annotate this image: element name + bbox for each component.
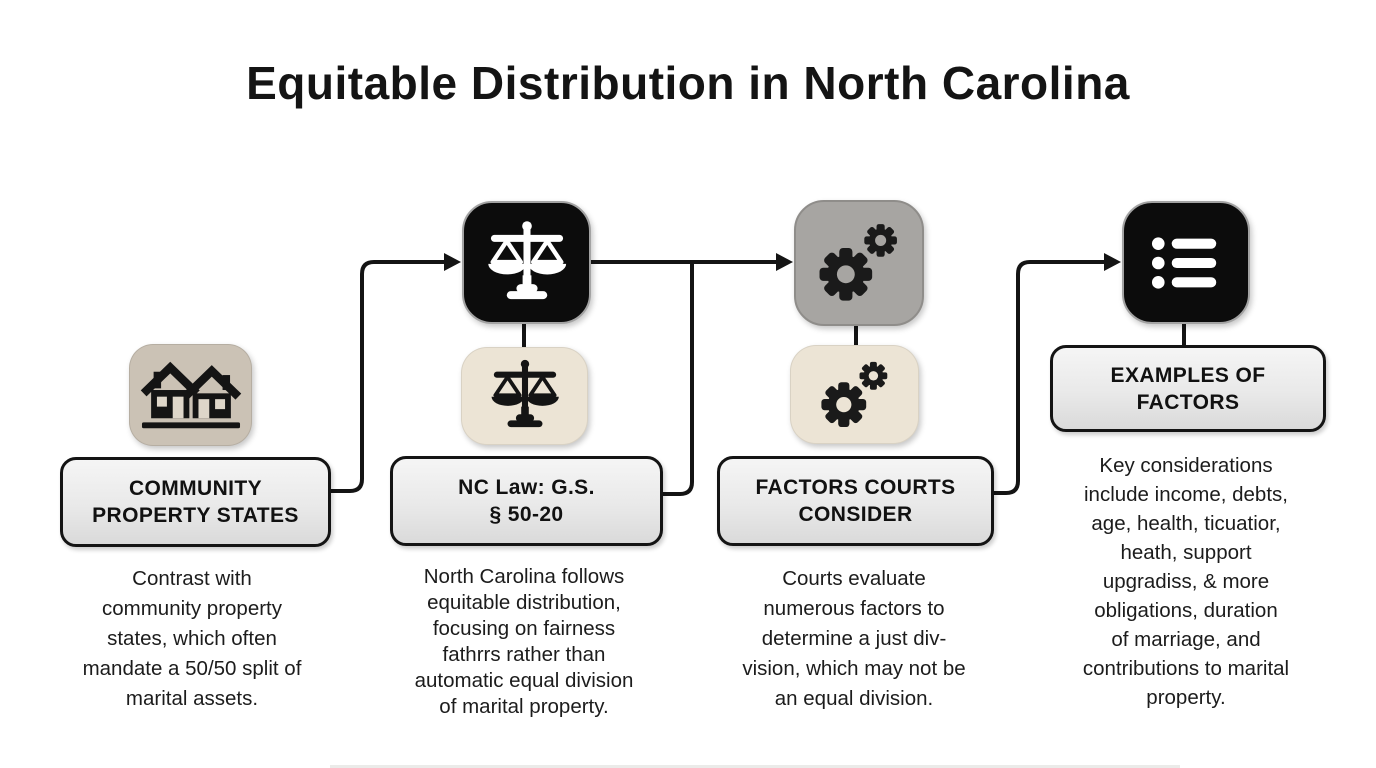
scales-tile-secondary (461, 347, 588, 445)
gears-icon (815, 355, 895, 435)
scales-tile-primary (462, 201, 591, 324)
bottom-edge-artifact (330, 765, 1180, 768)
arrowhead-3 (1104, 253, 1121, 271)
nc-law-box: NC Law: G.S. § 50-20 (390, 456, 663, 546)
houses-tile (129, 344, 252, 446)
step-heading: FACTORS COURTS CONSIDER (755, 476, 956, 526)
scales-icon (487, 358, 563, 434)
connector-2-riser (657, 263, 694, 496)
list-icon (1144, 221, 1228, 305)
page-title: Equitable Distribution in North Carolina (246, 57, 1130, 109)
gears-tile-primary (794, 200, 924, 326)
list-tile (1122, 201, 1250, 324)
gears-tile-secondary (790, 345, 919, 444)
houses-icon (137, 352, 245, 438)
step-heading: NC Law: G.S. § 50-20 (458, 476, 595, 526)
examples-of-factors-box: EXAMPLES OF FACTORS (1050, 345, 1326, 432)
gears-icon (812, 216, 906, 310)
factors-courts-box: FACTORS COURTS CONSIDER (717, 456, 994, 546)
arrowhead-1 (444, 253, 461, 271)
community-property-box: COMMUNITY PROPERTY STATES (60, 457, 331, 547)
examples-of-factors-description: Key considerations include income, debts… (1082, 454, 1290, 709)
scales-icon (483, 219, 571, 307)
step-heading: EXAMPLES OF FACTORS (1110, 363, 1266, 414)
arrowhead-2 (776, 253, 793, 271)
community-property-description: Contrast with community property states,… (82, 567, 302, 710)
factors-courts-description: Courts evaluate numerous factors to dete… (742, 567, 966, 710)
nc-law-description: North Carolina follows equitable distrib… (414, 565, 634, 718)
step-heading: COMMUNITY PROPERTY STATES (92, 477, 299, 527)
